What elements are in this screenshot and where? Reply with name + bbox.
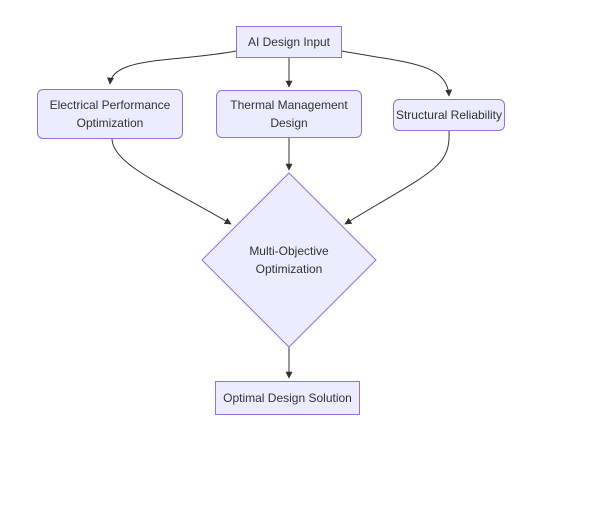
node-label: Structural Reliability: [395, 108, 503, 122]
node-thermal-management-design: Thermal Management Design: [216, 90, 362, 138]
node-label-line: Design: [270, 116, 308, 130]
node-ai-design-input: AI Design Input: [236, 26, 342, 58]
node-label: Optimal Design Solution: [223, 391, 352, 405]
node-optimal-design-solution: Optimal Design Solution: [215, 381, 360, 415]
edge-ai-to-structural: [341, 50, 453, 97]
node-label-line: Thermal Management: [230, 98, 348, 112]
decision-diamond-shape: [201, 172, 377, 348]
node-label-line: Electrical Performance: [49, 98, 171, 112]
node-label: AI Design Input: [247, 35, 331, 49]
edge-ai-to-electrical: [106, 50, 237, 85]
node-label-line: Optimization: [76, 116, 144, 130]
edge-electrical-to-decision: [111, 138, 232, 225]
node-structural-reliability: Structural Reliability: [393, 99, 505, 131]
edge-structural-to-decision: [344, 130, 450, 225]
node-electrical-performance-optimization: Electrical Performance Optimization: [37, 89, 183, 139]
